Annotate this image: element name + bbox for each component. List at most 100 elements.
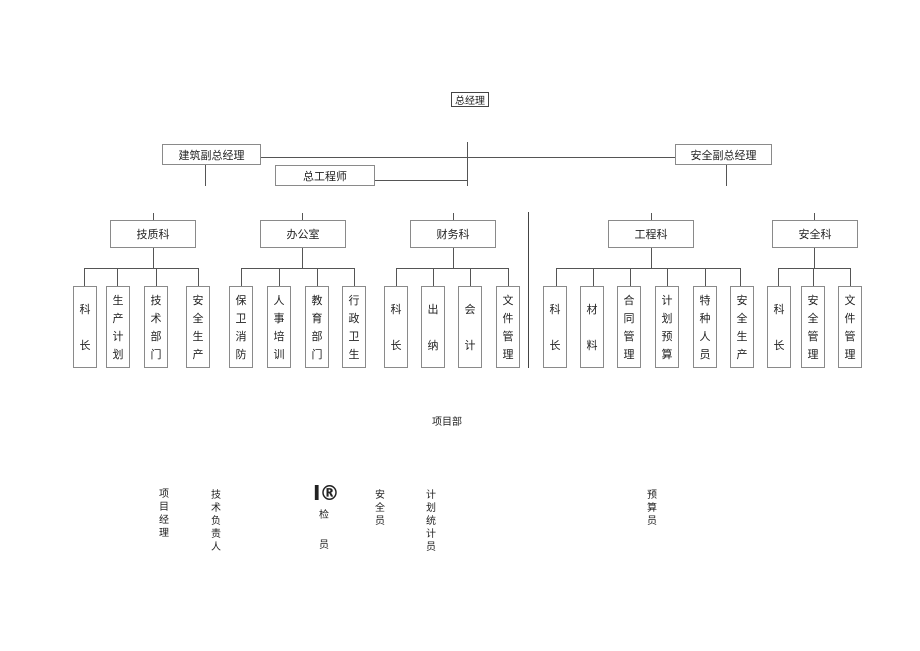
leaf-box: 科 长 [543, 286, 567, 368]
leaf-drop [593, 268, 594, 286]
role-char: 经 [159, 515, 169, 526]
role-char: 术 [211, 503, 221, 514]
leaf-char: 育 [311, 311, 323, 325]
leaf-box: 会 计 [458, 286, 482, 368]
safety-deputy-box: 安全副总经理 [675, 144, 772, 165]
leaf-char: 科 [549, 302, 561, 316]
leaf-char: 长 [79, 338, 91, 352]
leaf-char: 纳 [427, 338, 439, 352]
leaf-box: 安 全 管 理 [801, 286, 825, 368]
leaf-box: 文 件 管 理 [496, 286, 520, 368]
dept-stub [453, 213, 454, 220]
role-char: 技 [211, 490, 221, 501]
leaf-char: 计 [464, 338, 476, 352]
dept-drop [153, 248, 154, 268]
leaf-box: 合 同 管 理 [617, 286, 641, 368]
dept-stub [814, 213, 815, 220]
dept-stub [153, 213, 154, 220]
dept-box-engineering: 工程科 [608, 220, 694, 248]
leaf-char: 理 [623, 347, 635, 361]
leaf-char: 计 [112, 329, 124, 343]
leaf-char: 生 [348, 347, 360, 361]
leaf-char: 科 [390, 302, 402, 316]
dept-bus [241, 268, 355, 269]
role-char: 安 [375, 490, 385, 501]
leaf-char: 部 [150, 329, 162, 343]
role-char: 负 [211, 516, 221, 527]
leaf-drop [850, 268, 851, 286]
leaf-drop [705, 268, 706, 286]
role-char: 目 [159, 502, 169, 513]
leaf-char: 员 [699, 347, 711, 361]
dept-label: 财务科 [436, 228, 470, 241]
dept-box-finance: 财务科 [410, 220, 496, 248]
leaf-box: 科 长 [73, 286, 97, 368]
role-char: 责 [211, 529, 221, 540]
role-char: 项 [159, 489, 169, 500]
leaf-char: 产 [112, 311, 124, 325]
dept-box-office: 办公室 [260, 220, 346, 248]
leaf-char: 全 [192, 311, 204, 325]
safety-deputy-label: 安全副总经理 [690, 148, 757, 162]
leaf-box: 生 产 计 划 [106, 286, 130, 368]
leaf-char: 生 [736, 329, 748, 343]
leaf-char: 长 [773, 338, 785, 352]
role-safety-officer: 安 全 员 [375, 489, 385, 528]
leaf-box: 技 术 部 门 [144, 286, 168, 368]
leaf-char: 文 [502, 293, 514, 307]
leaf-char: 技 [150, 293, 162, 307]
leaf-char: 划 [661, 311, 673, 325]
dept-stub [651, 213, 652, 220]
role-char: 员 [647, 516, 657, 527]
dept-drop [453, 248, 454, 268]
dept-box-quality: 技质科 [110, 220, 196, 248]
dept-box-safety: 安全科 [772, 220, 858, 248]
dept-drop [814, 248, 815, 268]
leaf-char: 消 [235, 329, 247, 343]
leaf-char: 人 [273, 293, 285, 307]
role-char: 划 [426, 503, 436, 514]
leaf-drop [396, 268, 397, 286]
dept-label: 技质科 [136, 228, 170, 241]
leaf-box: 计 划 预 算 [655, 286, 679, 368]
leaf-box: 科 长 [767, 286, 791, 368]
role-project-manager: 项 目 经 理 [159, 488, 169, 540]
dept-bus [556, 268, 741, 269]
leaf-char: 培 [273, 329, 285, 343]
dept-bus [84, 268, 199, 269]
leaf-char: 安 [736, 293, 748, 307]
leaf-char: 安 [192, 293, 204, 307]
leaf-char: 事 [273, 311, 285, 325]
leaf-drop [556, 268, 557, 286]
leaf-box: 保 卫 消 防 [229, 286, 253, 368]
leaf-char: 政 [348, 311, 360, 325]
leaf-char: 门 [311, 347, 323, 361]
role-technical-lead: 技 术 负 责 人 [211, 489, 221, 554]
leaf-char: 理 [807, 347, 819, 361]
dept-label: 工程科 [634, 228, 668, 241]
leaf-box: 特 种 人 员 [693, 286, 717, 368]
leaf-char: 管 [623, 329, 635, 343]
leaf-drop [508, 268, 509, 286]
leaf-char: 训 [273, 347, 285, 361]
role-char: 预 [647, 490, 657, 501]
role-char: 理 [159, 528, 169, 539]
chief-engineer-connector-line [374, 180, 468, 181]
leaf-char: 管 [807, 329, 819, 343]
leaf-box: 科 长 [384, 286, 408, 368]
construction-deputy-drop [205, 165, 206, 186]
leaf-char: 卫 [348, 329, 360, 343]
dept-label: 办公室 [286, 228, 320, 241]
leaf-char: 种 [699, 311, 711, 325]
leaf-char: 安 [807, 293, 819, 307]
leaf-drop [813, 268, 814, 286]
trunk-line [467, 142, 468, 186]
leaf-char: 件 [502, 311, 514, 325]
leaf-char: 会 [464, 302, 476, 316]
general-manager-label: 总经理 [455, 96, 485, 107]
chief-engineer-box: 总工程师 [275, 165, 375, 186]
center-divider-line [528, 212, 529, 368]
leaf-char: 全 [736, 311, 748, 325]
leaf-char: 预 [661, 329, 673, 343]
